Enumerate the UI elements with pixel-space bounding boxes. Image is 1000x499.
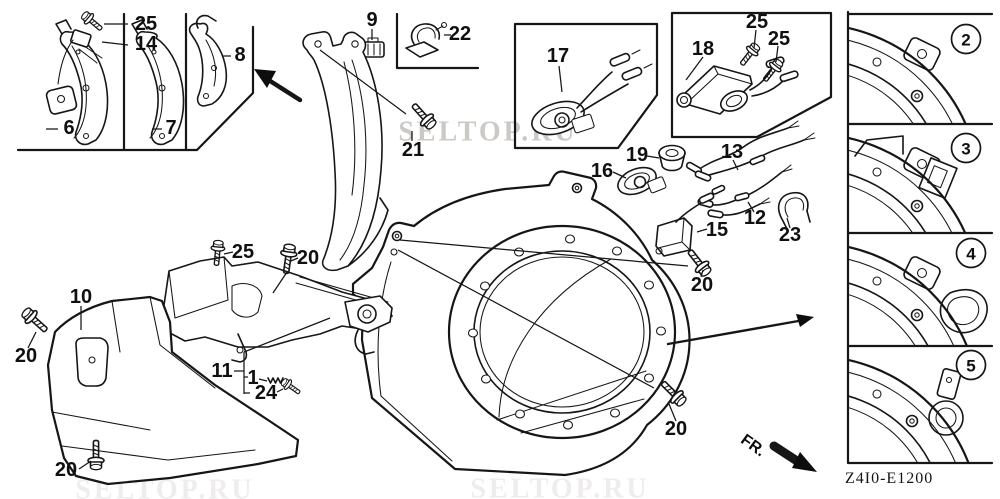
part-number-20: 20 [15, 345, 37, 367]
part-number-20: 20 [691, 274, 713, 296]
part-number-20: 20 [297, 247, 319, 269]
part-number-20: 20 [665, 418, 687, 440]
part-number-16: 16 [591, 160, 613, 182]
part-number-7: 7 [165, 117, 176, 139]
badge-circle [955, 349, 987, 381]
part-23-clip [777, 191, 811, 230]
variant-badge-2: 2 [950, 23, 982, 55]
badge-circle [955, 237, 987, 269]
part-number-17: 17 [547, 45, 569, 67]
part-number-20: 20 [55, 459, 77, 481]
fr-direction-arrow: FR. [737, 431, 817, 472]
part-6-drawing [45, 19, 109, 146]
leader-lines [27, 23, 791, 470]
lower-shroud-drawing [46, 295, 300, 486]
inset-panel-coil [670, 11, 833, 139]
part-number-14: 14 [135, 33, 158, 55]
part-8-drawing [188, 14, 228, 107]
part-17-drawing [531, 49, 653, 136]
part-12-wire [697, 164, 793, 219]
part-16-switch [617, 166, 667, 196]
part-25-bolt-coil-a [735, 40, 764, 70]
arrow-to-variants [666, 314, 814, 346]
back-plate-drawing [162, 256, 393, 363]
part-number-8: 8 [234, 44, 245, 66]
part-number-25: 25 [232, 241, 254, 263]
bracket-22-corner [395, 12, 480, 70]
part-number-24: 24 [255, 382, 278, 404]
inset-panel-switch [513, 22, 659, 150]
fr-label: FR. [737, 431, 768, 460]
part-20-bolt-left [18, 304, 53, 338]
variant-badge-3: 3 [950, 132, 982, 164]
diagram-code: Z4I0-E1200 [845, 470, 933, 487]
variant-4-drawing [849, 245, 988, 345]
part-1-spring [267, 377, 284, 384]
part-number-10: 10 [70, 286, 92, 308]
part-number-25: 25 [135, 13, 157, 35]
part-number-1: 1 [247, 367, 258, 389]
part-number-22: 22 [449, 23, 471, 45]
part-14-drawing [57, 29, 103, 85]
variant-badge-5: 5 [955, 349, 987, 381]
variant-2-drawing [849, 26, 967, 123]
watermark-text: SELTOP.RU [470, 474, 649, 499]
part-number-25: 25 [746, 11, 768, 33]
part-number-12: 12 [744, 207, 766, 229]
part-19-grommet [658, 144, 686, 172]
inset-panel-brackets [16, 12, 255, 152]
part-15-unit [655, 184, 726, 257]
part-number-13: 13 [721, 141, 743, 163]
badge-number-3: 3 [961, 140, 970, 159]
part-number-21: 21 [402, 139, 424, 161]
variant-badge-layer: 2 3 4 5 [950, 23, 987, 381]
air-guide-drawing [302, 31, 389, 272]
badge-circle [950, 23, 982, 55]
badge-number-4: 4 [966, 245, 976, 264]
part-number-19: 19 [626, 144, 648, 166]
fan-cover-drawing [351, 170, 691, 477]
part-18-drawing [676, 56, 799, 115]
part-number-11: 11 [211, 360, 232, 382]
part-25-bolt-topleft [78, 8, 106, 35]
part-number-9: 9 [366, 9, 377, 31]
part-13-harness [685, 120, 816, 182]
part-22-drawing [405, 21, 448, 58]
variant-badge-4: 4 [955, 237, 987, 269]
variant-3-drawing [849, 135, 966, 232]
part-number-15: 15 [706, 219, 728, 241]
part-number-6: 6 [63, 117, 74, 139]
badge-number-5: 5 [966, 357, 975, 376]
badge-circle [950, 132, 982, 164]
part-number-25: 25 [768, 28, 790, 50]
badge-number-2: 2 [961, 31, 970, 50]
variant-panel-frame [846, 10, 994, 465]
variant-5-drawing [849, 358, 970, 462]
part-number-18: 18 [692, 38, 714, 60]
part-number-23: 23 [779, 224, 801, 246]
arrow-to-bracket-panel [254, 69, 303, 103]
